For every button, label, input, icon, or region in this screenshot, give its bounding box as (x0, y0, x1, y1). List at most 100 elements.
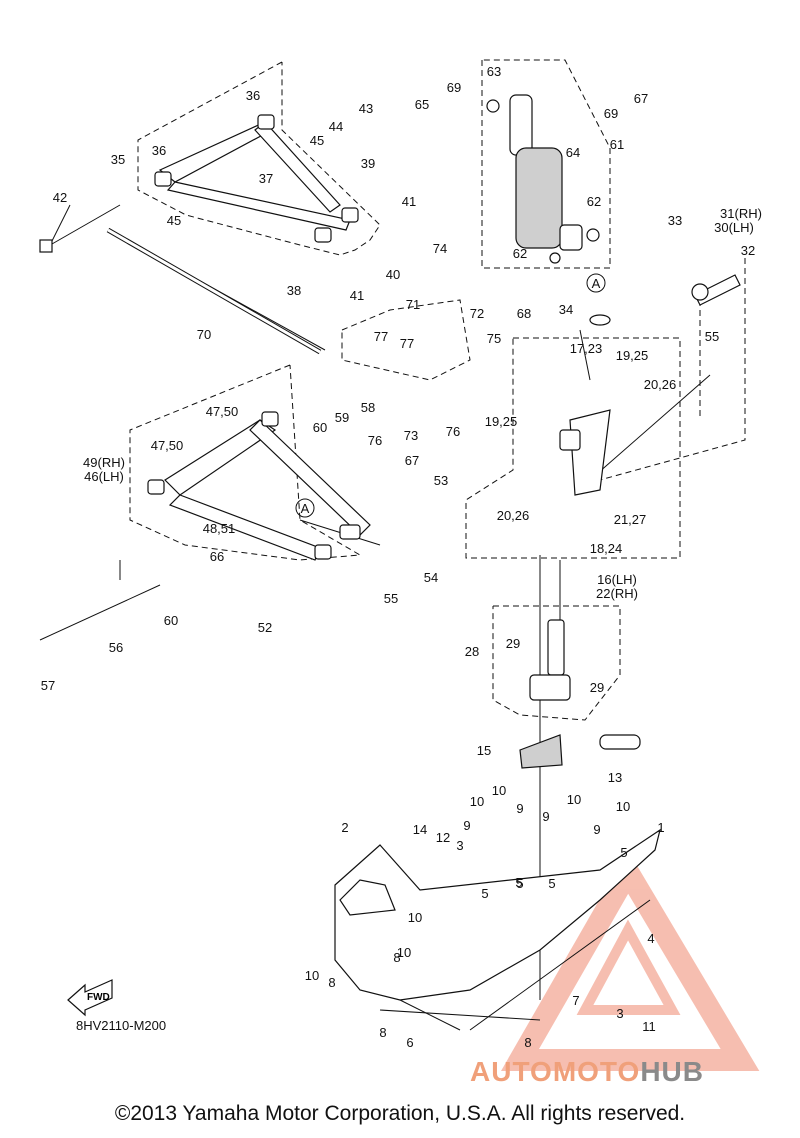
callout-label: 10 (305, 968, 319, 983)
callout-label: 41 (350, 288, 364, 303)
callout-label: 61 (610, 137, 624, 152)
callout-label: 4 (647, 931, 654, 946)
callout-label: 5 (620, 845, 627, 860)
callout-label: 29 (590, 680, 604, 695)
callout-label: 2 (341, 820, 348, 835)
callout-label: 74 (433, 241, 447, 256)
callout-label: 1 (657, 820, 664, 835)
callout-label: 8 (328, 975, 335, 990)
callout-label: 67 (405, 453, 419, 468)
callout-label: 29 (506, 636, 520, 651)
fwd-arrow-icon: FWD (67, 979, 113, 1017)
callout-label: 69 (447, 80, 461, 95)
callout-label: 5 (515, 875, 522, 890)
callout-label: 43 (359, 101, 373, 116)
callout-label: 20,26 (497, 508, 530, 523)
callout-label: 55 (705, 329, 719, 344)
front-arm-lower (147, 411, 371, 561)
callout-label: 62 (587, 194, 601, 209)
callout-label: 52 (258, 620, 272, 635)
callout-label: 33 (668, 213, 682, 228)
callout-label: 57 (41, 678, 55, 693)
callout-label: 16(LH) (597, 572, 637, 587)
callout-label: 72 (470, 306, 484, 321)
callout-label: 35 (111, 152, 125, 167)
callout-label: 8 (524, 1035, 531, 1050)
callout-label: 6 (406, 1035, 413, 1050)
callout-label: 22(RH) (596, 586, 638, 601)
callout-label: 58 (361, 400, 375, 415)
callout-label: 9 (593, 822, 600, 837)
callout-label: 28 (465, 644, 479, 659)
reference-marker-circle (586, 273, 606, 293)
callout-label: 68 (517, 306, 531, 321)
shock-absorber (486, 94, 600, 264)
dashed-group-lines (129, 59, 746, 721)
callout-label: 41 (402, 194, 416, 209)
callout-label: 66 (210, 549, 224, 564)
callout-label: 45 (167, 213, 181, 228)
callout-label: 17,23 (570, 341, 603, 356)
callout-label: 56 (109, 640, 123, 655)
watermark-logo (500, 850, 760, 1071)
callout-label: 54 (424, 570, 438, 585)
callout-label: 10 (616, 799, 630, 814)
callout-label: 12 (436, 830, 450, 845)
callout-label: 10 (567, 792, 581, 807)
ski (334, 828, 661, 1031)
callout-label: 15 (477, 743, 491, 758)
callout-label: 14 (413, 822, 427, 837)
callout-label: 13 (608, 770, 622, 785)
callout-label: 5 (516, 876, 523, 891)
callout-label: 45 (310, 133, 324, 148)
front-arm-upper (39, 114, 359, 253)
callout-label: 3 (616, 1006, 623, 1021)
callout-label: 21,27 (614, 512, 647, 527)
leader-lines (39, 204, 711, 1000)
diagram-code: 8HV2110-M200 (76, 1018, 167, 1033)
callout-label: 76 (368, 433, 382, 448)
callout-label: 10 (408, 910, 422, 925)
callout-label: A (301, 501, 310, 516)
callout-label: 8 (393, 950, 400, 965)
brand-part2: HUB (640, 1056, 704, 1087)
callout-label: 73 (404, 428, 418, 443)
callout-label: 47,50 (151, 438, 184, 453)
callout-label: 10 (397, 945, 411, 960)
callout-label: 11 (642, 1019, 656, 1034)
watermark-brand: AUTOMOTOHUB (470, 1056, 704, 1088)
callout-label: 32 (741, 243, 755, 258)
callout-label: 62 (513, 246, 527, 261)
callout-label: 9 (516, 801, 523, 816)
callout-label: 76 (446, 424, 460, 439)
callout-label: 3 (456, 838, 463, 853)
callout-label: 65 (415, 97, 429, 112)
callout-label: 48,51 (203, 521, 236, 536)
callout-label: 63 (487, 64, 501, 79)
pivot-arm (691, 274, 741, 306)
callout-label: 7 (572, 993, 579, 1008)
callout-label: 77 (374, 329, 388, 344)
callout-label: 55 (384, 591, 398, 606)
callout-label: 64 (566, 145, 580, 160)
callout-label: 19,25 (616, 348, 649, 363)
callout-label: 69 (604, 106, 618, 121)
callout-label: 71 (406, 297, 420, 312)
callout-label: 18,24 (590, 541, 623, 556)
callout-label: 5 (481, 886, 488, 901)
callout-label: 10 (470, 794, 484, 809)
callout-label: 77 (400, 336, 414, 351)
callout-label: 20,26 (644, 377, 677, 392)
callout-label: 19,25 (485, 414, 518, 429)
callout-label: 36 (152, 143, 166, 158)
callout-label: 75 (487, 331, 501, 346)
reference-marker-circle (295, 498, 315, 518)
callout-label: 59 (335, 410, 349, 425)
callout-label: A (592, 276, 601, 291)
callout-label: 31(RH) (720, 206, 762, 221)
callout-label: 10 (492, 783, 506, 798)
copyright-notice: ©2013 Yamaha Motor Corporation, U.S.A. A… (114, 1102, 686, 1125)
callout-label: 5 (548, 876, 555, 891)
callout-label: 37 (259, 171, 273, 186)
